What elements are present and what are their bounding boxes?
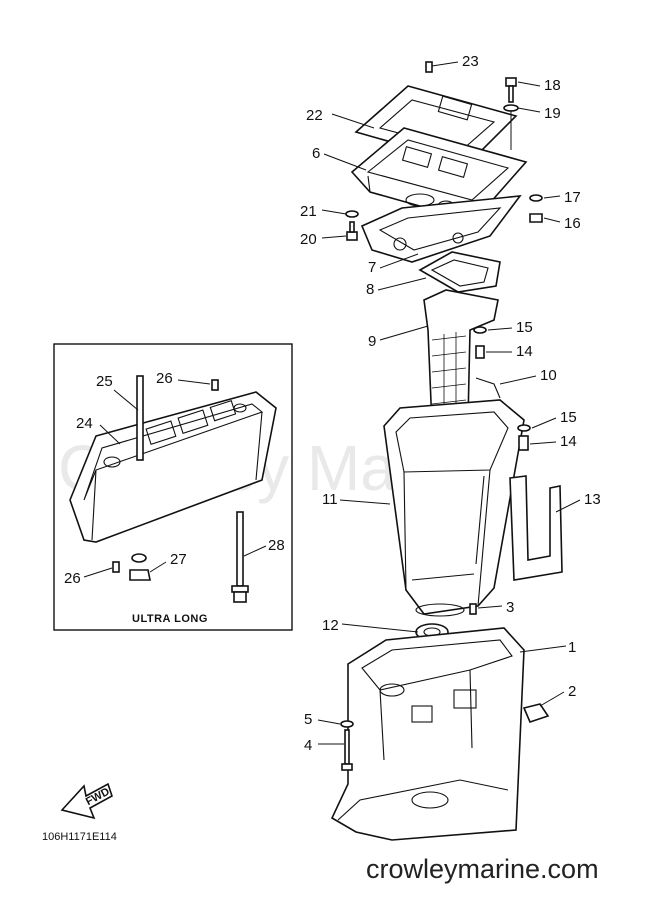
callout-11: 11: [322, 491, 338, 508]
dowel-26-top: [211, 379, 219, 391]
inset-frame: [53, 343, 293, 631]
callout-10: 10: [540, 367, 557, 384]
pipe-10: [475, 377, 501, 399]
fwd-arrow-icon: [60, 782, 113, 820]
callout-16: 16: [564, 215, 581, 232]
callout-6: 6: [312, 145, 320, 162]
exhaust-guide-9: [423, 289, 499, 427]
callout-27: 27: [170, 551, 187, 568]
bolt-28: [236, 511, 244, 587]
nut-27: [129, 569, 151, 581]
gasket-7: [360, 195, 522, 263]
callout-4: 4: [304, 737, 312, 754]
bolt-14-upper: [475, 345, 485, 359]
upper-casing-11: [383, 399, 525, 615]
callout-3: 3: [506, 599, 514, 616]
fwd-label: FWD: [84, 786, 112, 808]
washer-17: [529, 194, 543, 202]
dowel-3: [469, 603, 477, 615]
washer-15-lower: [517, 424, 531, 432]
callout-2: 2: [568, 683, 576, 700]
callout-20: 20: [300, 231, 317, 248]
bolt-20: [346, 231, 358, 241]
callout-7: 7: [368, 259, 376, 276]
anode-2: [522, 703, 550, 723]
main-assembly: FWD 23 18 22 19 6 17 21 16: [60, 53, 601, 841]
callout-9: 9: [368, 333, 376, 350]
fwd-arrow: FWD: [60, 782, 113, 820]
bolt-4: [344, 729, 350, 765]
callout-25: 25: [96, 373, 113, 390]
dowel-26-bottom: [112, 561, 120, 573]
callout-13: 13: [584, 491, 601, 508]
callout-21: 21: [300, 203, 317, 220]
washer-21: [345, 210, 359, 218]
seal-13: [509, 475, 563, 581]
inset-label: ULTRA LONG: [132, 613, 208, 625]
callout-17: 17: [564, 189, 581, 206]
bolt-14-lower: [518, 435, 529, 451]
washer-5: [340, 720, 354, 728]
callout-15-lower: 15: [560, 409, 577, 426]
callout-19: 19: [544, 105, 561, 122]
callout-5: 5: [304, 711, 312, 728]
ultra-long-inset: 25 26 24 26 27 28 ULTRA LONG: [53, 343, 293, 631]
site-url[interactable]: crowleymarine.com: [366, 854, 599, 884]
stud-25: [136, 375, 144, 461]
callout-12: 12: [322, 617, 339, 634]
callout-24: 24: [76, 415, 93, 432]
callout-26-top: 26: [156, 370, 173, 387]
callout-26-bottom: 26: [64, 570, 81, 587]
washer-15-upper: [473, 326, 487, 334]
washer-27: [131, 553, 147, 563]
callout-1: 1: [568, 639, 576, 656]
bolt-18: [505, 77, 517, 87]
gasket-8: [418, 251, 501, 293]
callout-15-upper: 15: [516, 319, 533, 336]
dowel-23: [425, 61, 433, 73]
callout-18: 18: [544, 77, 561, 94]
callout-8: 8: [366, 281, 374, 298]
bolt-16: [529, 213, 543, 223]
diagram-code: 106H1171E114: [42, 831, 117, 843]
extension-plate-24: [69, 391, 277, 543]
callout-14-upper: 14: [516, 343, 533, 360]
lower-casing-1: [330, 627, 525, 841]
callout-28: 28: [268, 537, 285, 554]
callout-22: 22: [306, 107, 323, 124]
callout-14-lower: 14: [560, 433, 577, 450]
callout-23: 23: [462, 53, 479, 70]
